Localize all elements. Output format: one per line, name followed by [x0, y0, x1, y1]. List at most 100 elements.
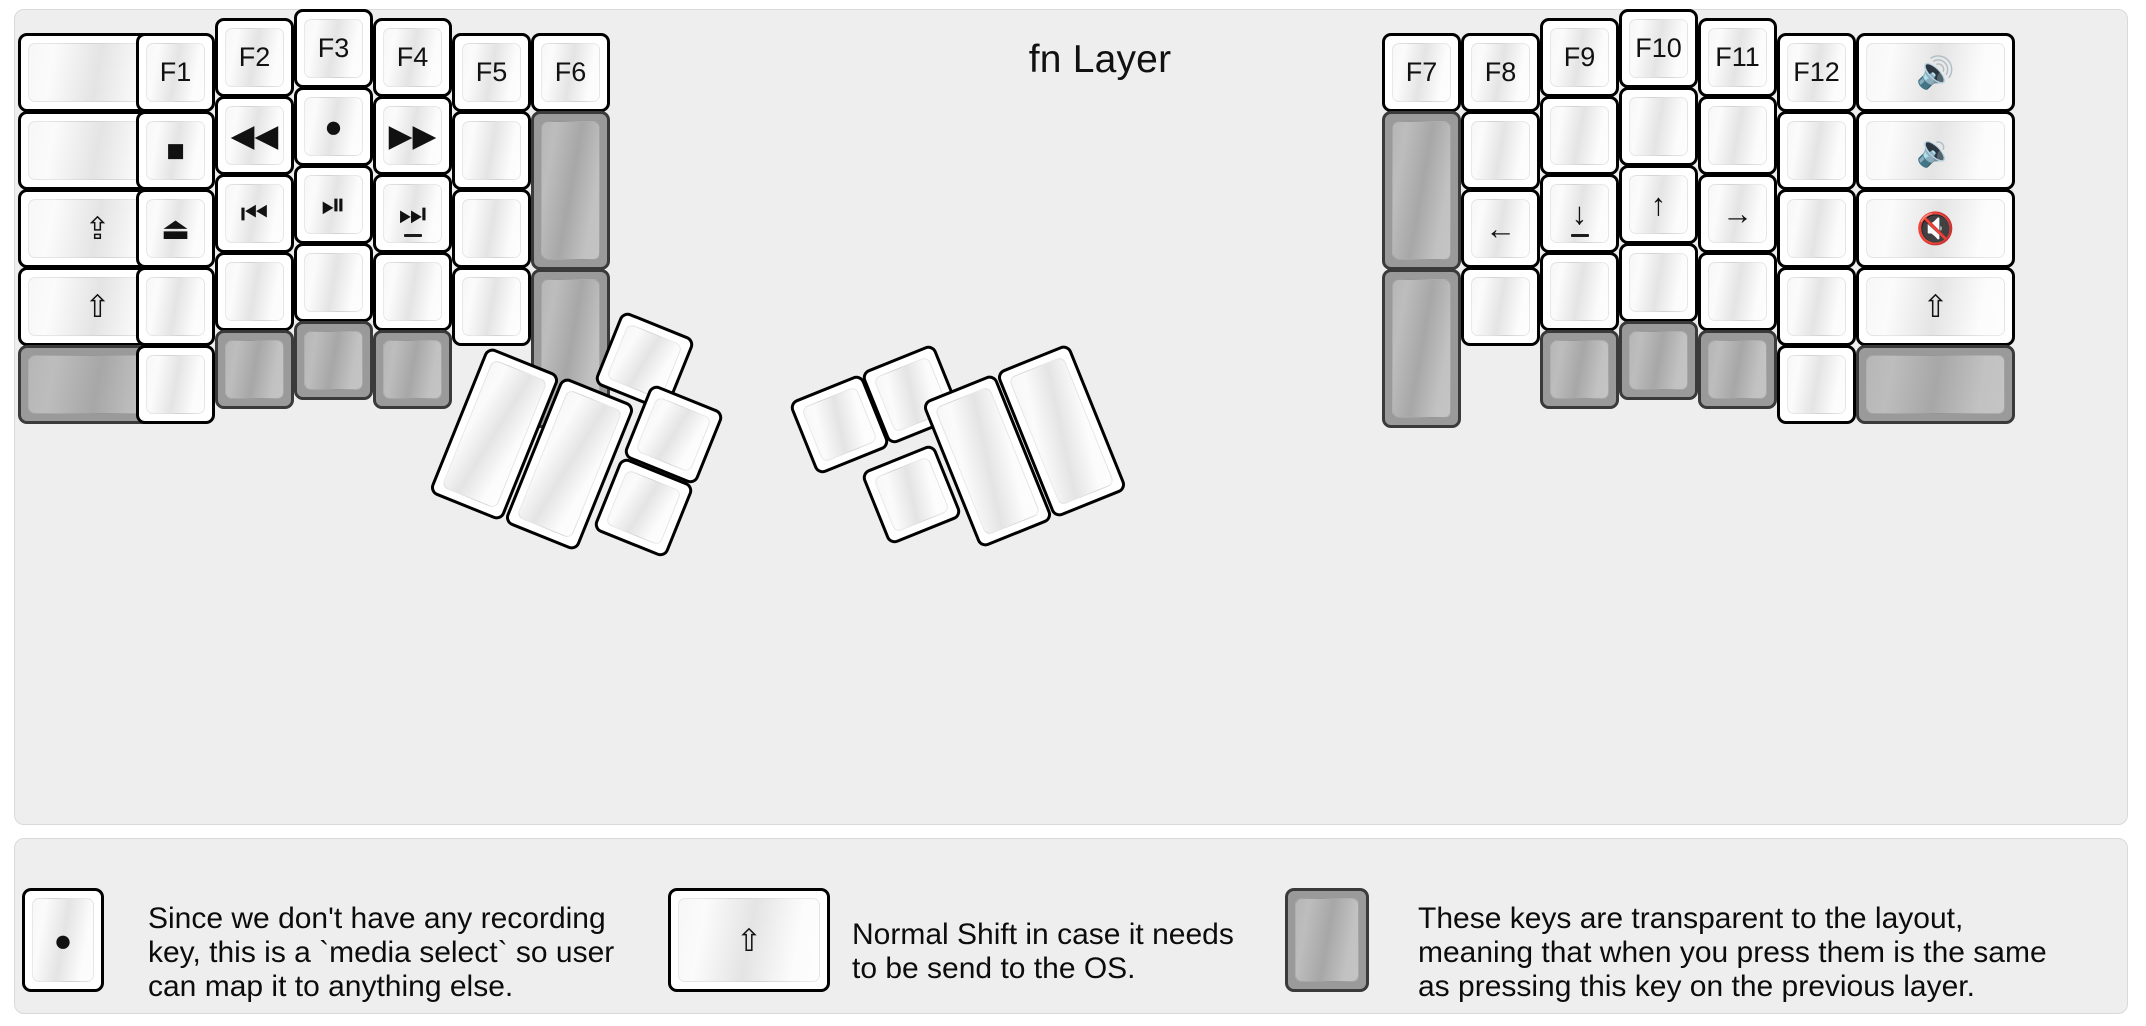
keycap-face — [1787, 355, 1846, 414]
right-pinky-key-4[interactable] — [1777, 267, 1856, 346]
key-label: F11 — [1715, 42, 1760, 72]
legend-sample-key-3 — [1285, 888, 1369, 992]
right-middle-key-4[interactable] — [1619, 243, 1698, 322]
record-icon: ● — [324, 109, 343, 144]
next-track-icon: ⏭ — [398, 196, 427, 231]
right-outer-pinky-key-1[interactable]: 🔊 — [1856, 33, 2015, 112]
keycap-face: ↓ — [1550, 184, 1609, 243]
left-index-key-5[interactable] — [373, 330, 452, 409]
right-outer-pinky-key-3[interactable]: 🔇 — [1856, 189, 2015, 268]
right-middle-key-5[interactable] — [1619, 321, 1698, 400]
right-outer-pinky-key-4[interactable]: ⇧ — [1856, 267, 2015, 346]
right-inner-extra-key-2[interactable] — [1382, 111, 1461, 270]
left-inner-extra-key-1[interactable]: F6 — [531, 33, 610, 112]
right-index-key-5[interactable] — [1540, 330, 1619, 409]
right-pinky-key-2[interactable] — [1777, 111, 1856, 190]
key-label: F3 — [317, 33, 350, 63]
left-inner-index-key-3[interactable] — [452, 189, 531, 268]
keycap-face: ⏏ — [146, 199, 205, 258]
right-pinky-key-3[interactable] — [1777, 189, 1856, 268]
right-middle-key-2[interactable] — [1619, 87, 1698, 166]
left-inner-index-key-1[interactable]: F5 — [452, 33, 531, 112]
left-pinky-key-4[interactable] — [136, 267, 215, 346]
right-ring-key-3[interactable]: → — [1698, 174, 1777, 253]
right-ring-key-5[interactable] — [1698, 330, 1777, 409]
left-pinky-key-5[interactable] — [136, 345, 215, 424]
volume-up-icon: 🔊 — [1916, 55, 1955, 90]
keycap-face: ⏯ — [304, 175, 363, 234]
right-inner-index-key-2[interactable] — [1461, 111, 1540, 190]
right-outer-pinky-key-5[interactable] — [1856, 345, 2015, 424]
keycap-face — [1629, 331, 1688, 390]
right-inner-index-key-1[interactable]: F8 — [1461, 33, 1540, 112]
right-inner-index-key-4[interactable] — [1461, 267, 1540, 346]
keycap-face — [1471, 277, 1530, 336]
keycap-face — [606, 323, 683, 400]
left-inner-extra-key-2[interactable] — [531, 111, 610, 270]
right-ring-key-1[interactable]: F11 — [1698, 18, 1777, 97]
right-inner-index-key-3[interactable]: ← — [1461, 189, 1540, 268]
right-inner-extra-key-3[interactable] — [1382, 269, 1461, 428]
right-index-key-1[interactable]: F9 — [1540, 18, 1619, 97]
left-pinky-key-1[interactable]: F1 — [136, 33, 215, 112]
left-index-key-4[interactable] — [373, 252, 452, 331]
right-index-key-4[interactable] — [1540, 252, 1619, 331]
left-index-key-1[interactable]: F4 — [373, 18, 452, 97]
right-pinky-key-1[interactable]: F12 — [1777, 33, 1856, 112]
left-ring-key-3[interactable]: ⏮ — [215, 174, 294, 253]
key-label: F1 — [159, 57, 192, 87]
legend-sample-key-1: ● — [22, 888, 104, 992]
left-pinky-key-3[interactable]: ⏏ — [136, 189, 215, 268]
left-ring-key-5[interactable] — [215, 330, 294, 409]
left-inner-index-key-4[interactable] — [452, 267, 531, 346]
left-middle-key-1[interactable]: F3 — [294, 9, 373, 88]
right-middle-key-1[interactable]: F10 — [1619, 9, 1698, 88]
right-inner-extra-key-1[interactable]: F7 — [1382, 33, 1461, 112]
legend-description-2: Normal Shift in case it needs to be send… — [852, 918, 1234, 985]
left-index-key-3[interactable]: ⏭ — [373, 174, 452, 253]
legend-panel — [14, 838, 2128, 1014]
keycap-face: ● — [32, 898, 94, 982]
keycap-face: F11 — [1708, 28, 1767, 87]
left-inner-index-key-2[interactable] — [452, 111, 531, 190]
keycap-face: → — [1708, 184, 1767, 243]
left-ring-key-2[interactable]: ◀◀ — [215, 96, 294, 175]
left-index-key-2[interactable]: ▶▶ — [373, 96, 452, 175]
right-outer-pinky-key-2[interactable]: 🔉 — [1856, 111, 2015, 190]
left-middle-key-4[interactable] — [294, 243, 373, 322]
right-ring-key-4[interactable] — [1698, 252, 1777, 331]
left-middle-key-5[interactable] — [294, 321, 373, 400]
right-index-key-3[interactable]: ↓ — [1540, 174, 1619, 253]
keycap-face — [146, 277, 205, 336]
right-middle-key-3[interactable]: ↑ — [1619, 165, 1698, 244]
arrow-right-icon: → — [1722, 196, 1753, 231]
key-label: F6 — [554, 57, 587, 87]
keycap-face — [383, 340, 442, 399]
left-pinky-key-2[interactable]: ■ — [136, 111, 215, 190]
right-index-key-2[interactable] — [1540, 96, 1619, 175]
left-middle-key-3[interactable]: ⏯ — [294, 165, 373, 244]
keycap-face — [225, 340, 284, 399]
caps-lock-icon: ⇪ — [84, 211, 111, 246]
page-title: fn Layer — [1028, 38, 1172, 81]
right-pinky-key-5[interactable] — [1777, 345, 1856, 424]
left-middle-key-2[interactable]: ● — [294, 87, 373, 166]
keycap-face — [1629, 253, 1688, 312]
rewind-icon: ◀◀ — [230, 118, 279, 153]
keycap-face — [1629, 97, 1688, 156]
keycap-face — [304, 331, 363, 390]
legend-description-3: These keys are transparent to the layout… — [1418, 902, 2047, 1003]
left-ring-key-4[interactable] — [215, 252, 294, 331]
right-ring-key-2[interactable] — [1698, 96, 1777, 175]
keycap-face — [1787, 121, 1846, 180]
keycap-face — [605, 469, 682, 546]
left-ring-key-1[interactable]: F2 — [215, 18, 294, 97]
arrow-up-icon: ↑ — [1650, 187, 1667, 222]
left-outer-pinky-key-4[interactable]: ⇧ — [18, 267, 177, 346]
homing-nub — [1570, 234, 1589, 237]
keycap-face: 🔇 — [1866, 199, 2005, 258]
volume-down-icon: 🔉 — [1916, 133, 1955, 168]
keycap-face: F12 — [1787, 43, 1846, 102]
shift-icon: ⇧ — [736, 922, 762, 958]
legend-description-1: Since we don't have any recording key, t… — [148, 902, 615, 1003]
